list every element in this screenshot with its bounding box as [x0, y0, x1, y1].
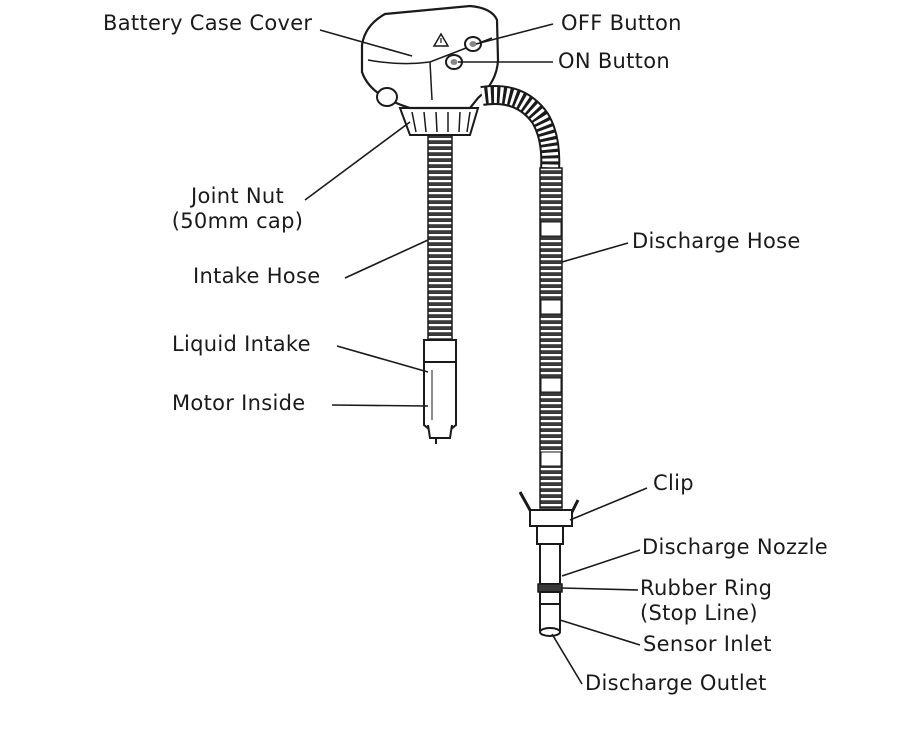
leader-discharge-hose [561, 242, 629, 263]
leader-battery-case-cover [319, 29, 413, 57]
label-discharge-hose: Discharge Hose [632, 229, 801, 253]
label-joint-nut-title: Joint Nut [190, 184, 285, 208]
label-rubber-ring: Rubber Ring (Stop Line) [640, 576, 800, 626]
leader-rubber-ring [561, 587, 639, 591]
leader-discharge-outlet [551, 633, 583, 685]
label-sensor-inlet: Sensor Inlet [643, 632, 772, 656]
leader-sensor-inlet [559, 619, 641, 646]
label-motor-inside: Motor Inside [172, 391, 306, 415]
leader-clip [569, 487, 648, 521]
sensor-inlet [539, 603, 561, 637]
leader-off-button [475, 23, 554, 45]
label-joint-nut-cap: (50mm cap) [171, 209, 304, 234]
discharge-hose [480, 85, 563, 509]
label-stop-line: (Stop Line) [640, 601, 758, 626]
joint-nut [398, 107, 480, 136]
label-on-button: ON Button [558, 49, 670, 73]
label-battery-case-cover: Battery Case Cover [103, 11, 313, 35]
off-button [464, 36, 482, 52]
label-rubber-ring-title: Rubber Ring [640, 576, 773, 600]
label-liquid-intake: Liquid Intake [172, 332, 311, 356]
leader-discharge-nozzle [561, 549, 641, 577]
intake-hose [427, 129, 453, 351]
leader-liquid-intake [336, 345, 429, 373]
leader-lines [304, 23, 648, 685]
leader-motor-inside [331, 404, 429, 407]
label-intake-hose: Intake Hose [193, 264, 321, 288]
rubber-ring [537, 583, 563, 605]
leader-intake-hose [344, 239, 429, 279]
motor-housing [423, 339, 457, 444]
battery-case [360, 4, 500, 110]
label-discharge-outlet: Discharge Outlet [585, 671, 767, 695]
label-joint-nut: Joint Nut (50mm cap) [160, 184, 315, 234]
discharge-nozzle [536, 525, 564, 585]
label-off-button: OFF Button [561, 11, 682, 35]
label-clip: Clip [653, 471, 694, 495]
label-discharge-nozzle: Discharge Nozzle [642, 535, 829, 559]
leader-joint-nut [304, 121, 411, 201]
